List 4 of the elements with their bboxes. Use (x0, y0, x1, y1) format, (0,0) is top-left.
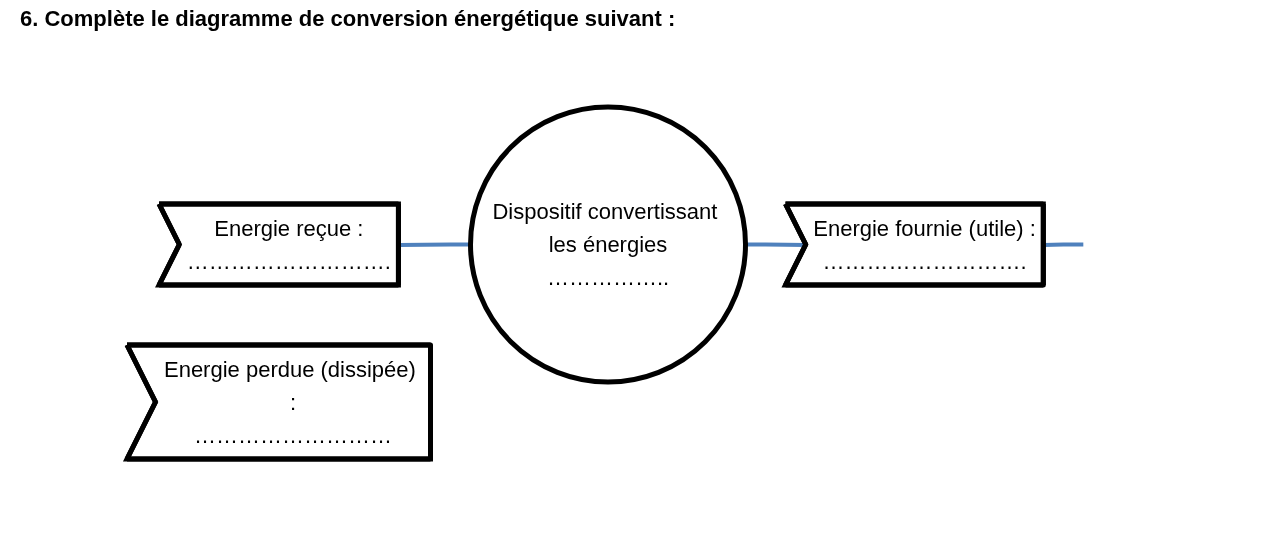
title: 6. Complète le diagramme de conversion énergétique suivant : (19, 5, 677, 33)
connector (399, 242, 471, 247)
connector (1044, 242, 1084, 247)
node-circle: Dispositif convertissant les énergies …………….. (468, 104, 749, 385)
